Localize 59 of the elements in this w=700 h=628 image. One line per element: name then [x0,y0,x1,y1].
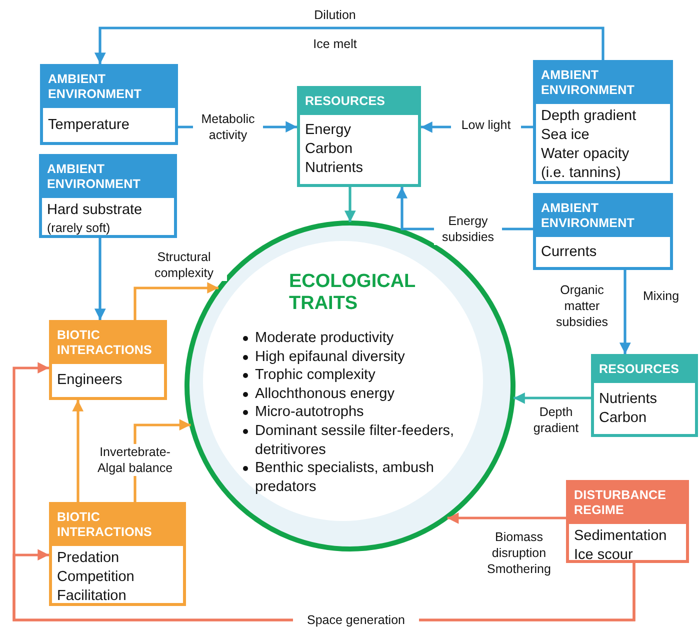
category-box [297,86,421,187]
edge-label: Metabolic activity [193,111,263,143]
trait-bullet: Allochthonous energy [241,384,456,404]
factor-text: Ice scour [574,546,634,565]
trait-bullet: High epifaunal diversity [241,348,456,366]
box-header: AMBIENT ENVIRONMENT [536,63,670,104]
box-header: DISTURBANCE REGIME [569,483,686,524]
edge-label: Space generation [293,612,419,628]
connector-arrow [94,26,604,64]
factor-text: Competition [57,568,136,587]
category-box [566,480,689,563]
box-header: BIOTIC INTERACTIONS [52,323,164,364]
connector-arrow [447,512,566,524]
trait-bullet: Trophic complexity [241,366,456,385]
factor-text: (i.e. tannins) [541,164,622,183]
factor-text: Sea ice [541,126,590,145]
trait-bullet: Benthic specialists, ambush predators [241,459,456,496]
connector-arrow [134,282,219,320]
category-box [533,193,673,270]
factor-text: (rarely soft) [47,220,112,236]
connector-arrow [514,392,591,404]
box-header: AMBIENT ENVIRONMENT [42,157,174,198]
box-header: AMBIENT ENVIRONMENT [536,196,670,237]
factor-text: Nutrients [599,390,658,408]
edge-label: Energy subsidies [434,213,502,245]
circle-title: ECOLOGICAL TRAITS [289,271,416,315]
category-box [591,354,698,437]
factor-text: Energy [305,121,352,140]
category-box [49,502,186,606]
factor-text: Carbon [305,140,354,159]
flow-label: Ice melt [312,36,358,52]
category-box [533,60,673,184]
factor-text: Hard substrate [47,201,144,220]
box-header: AMBIENT ENVIRONMENT [43,67,175,108]
factor-text: Depth gradient [541,107,638,126]
factor-text: Predation [57,549,120,568]
factor-text: Temperature [48,116,130,134]
box-header: BIOTIC INTERACTIONS [52,505,183,546]
category-box [40,64,178,145]
box-header: RESOURCES [300,89,418,115]
trait-bullet: Dominant sessile filter-feeders, detritivores [241,422,456,460]
box-header: RESOURCES [594,357,695,383]
connector-arrow [344,187,356,222]
connector-arrow [619,270,631,354]
factor-text: Water opacity [541,145,630,164]
connector-arrow [94,238,106,320]
connector-arrow [72,400,84,502]
edge-label: Low light [451,117,521,133]
factor-text: Carbon [599,408,648,428]
flow-label: Organic matter subsidies [554,282,610,330]
category-box [49,320,167,400]
category-box [39,154,177,238]
trait-bullet: Moderate productivity [241,329,456,348]
trait-bullet: Micro-autotrophs [241,403,456,422]
factor-text: Facilitation [57,587,128,606]
factor-text: Currents [541,242,598,262]
factor-text: Sedimentation [574,527,668,546]
factor-text: Engineers [57,371,124,390]
factor-text: Nutrients [305,159,364,178]
